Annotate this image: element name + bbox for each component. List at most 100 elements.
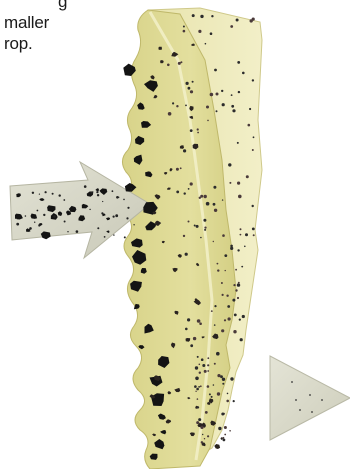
fine-particle (234, 314, 237, 317)
fine-particle (197, 128, 199, 130)
fine-particle (222, 383, 224, 385)
fine-particle (252, 149, 254, 151)
fine-particle (216, 93, 219, 96)
fine-particle (230, 247, 233, 250)
fine-particle (194, 225, 196, 227)
inflow-fine-particle (131, 188, 132, 189)
fine-particle (211, 396, 213, 398)
inflow-fine-particle (76, 230, 79, 233)
fine-particle (223, 437, 225, 439)
fine-particle (226, 400, 229, 403)
fine-particle (200, 237, 202, 239)
fine-particle (200, 385, 202, 387)
inflow-fine-particle (133, 224, 134, 225)
fine-particle (197, 398, 199, 400)
fine-particle (237, 297, 239, 299)
fine-particle (223, 439, 226, 442)
inflow-fine-particle (16, 223, 19, 226)
inflow-fine-particle (96, 191, 98, 193)
fine-particle (176, 105, 178, 107)
fine-particle (238, 195, 242, 199)
fine-particle (195, 391, 196, 392)
fine-particle (198, 418, 201, 421)
fine-particle (231, 94, 233, 96)
inflow-fine-particle (39, 194, 40, 195)
fine-particle (228, 317, 231, 320)
fine-particle (202, 434, 203, 435)
fine-particle (213, 203, 216, 206)
fine-particle (199, 322, 202, 325)
inflow-fine-particle (53, 215, 56, 218)
fine-particle (201, 441, 203, 443)
fine-particle (211, 15, 213, 17)
fine-particle (201, 358, 204, 361)
fine-particle (249, 108, 251, 110)
fine-particle (213, 384, 215, 386)
fine-particle (190, 344, 193, 347)
fine-particle (203, 219, 206, 222)
fine-particle (199, 372, 201, 374)
fine-particle (237, 61, 240, 64)
fine-particle (231, 105, 234, 108)
outflow-particle (309, 394, 311, 396)
fine-particle (232, 299, 235, 302)
fine-particle (233, 330, 236, 333)
fine-particle (196, 421, 199, 424)
fine-particle (235, 269, 237, 271)
inflow-fine-particle (112, 190, 114, 192)
inflow-fine-particle (64, 221, 66, 223)
fine-particle (245, 233, 248, 236)
fine-particle (214, 305, 216, 307)
fine-particle (210, 32, 213, 35)
clean-outflow-arrow (270, 356, 350, 440)
fine-particle (180, 61, 182, 63)
fine-particle (214, 363, 216, 365)
fine-particle (221, 282, 223, 284)
fine-particle (222, 103, 225, 106)
fine-particle (167, 64, 170, 67)
inflow-fine-particle (104, 236, 106, 238)
fine-particle (197, 132, 199, 134)
fine-particle (185, 328, 188, 331)
fine-particle (237, 182, 240, 185)
fine-particle (200, 195, 203, 198)
fine-particle (207, 385, 210, 388)
fine-particle (195, 377, 199, 381)
fine-particle (172, 102, 174, 104)
fine-particle (185, 253, 188, 256)
fine-particle (207, 364, 209, 366)
fine-particle (246, 175, 249, 178)
outflow-particle (295, 399, 297, 401)
fine-particle (252, 18, 255, 21)
fine-particle (199, 364, 201, 366)
inflow-fine-particle (34, 222, 35, 223)
fine-particle (200, 15, 203, 18)
fine-particle (194, 385, 197, 388)
coarse-particle (214, 444, 220, 449)
fine-particle (222, 234, 225, 237)
fine-particle (230, 25, 233, 28)
fine-particle (206, 202, 210, 206)
fine-particle (176, 191, 179, 194)
fine-particle (252, 79, 254, 81)
inflow-fine-particle (29, 229, 31, 231)
fine-particle (207, 370, 209, 372)
fine-particle (242, 72, 245, 75)
fine-particle (237, 283, 240, 286)
fine-particle (226, 295, 228, 297)
fine-particle (221, 329, 224, 332)
fine-particle (187, 318, 190, 321)
inflow-fine-particle (25, 215, 27, 217)
fine-particle (224, 434, 226, 436)
fine-particle (198, 386, 200, 388)
inflow-fine-particle (101, 212, 103, 214)
fine-particle (217, 392, 220, 395)
fine-particle (196, 225, 199, 228)
fine-particle (183, 235, 185, 237)
fine-particle (224, 254, 227, 257)
fine-particle (176, 168, 179, 171)
inflow-fine-particle (97, 227, 99, 229)
inflow-fine-particle (43, 214, 45, 216)
inflow-fine-particle (126, 217, 128, 219)
fine-particle (204, 195, 207, 198)
